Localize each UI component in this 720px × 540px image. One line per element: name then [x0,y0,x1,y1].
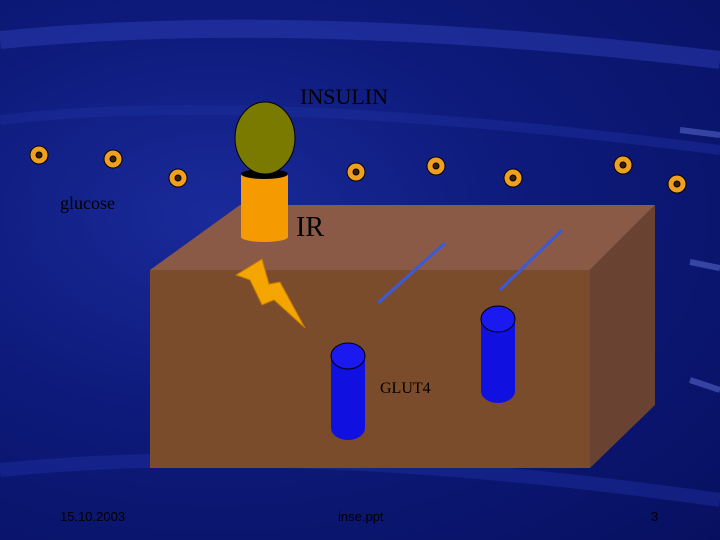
glucose-molecule [29,145,49,165]
glucose-molecules [29,145,687,194]
footer-page-number: 3 [651,509,659,524]
vesicle-track [376,241,447,305]
glucose-molecule [426,156,446,176]
glucose-molecule [168,168,188,188]
vesicle-track [498,228,564,292]
footer-date: 15.10.2003 [60,509,126,524]
glucose-molecule [103,149,123,169]
cell-top-face [150,205,655,270]
glut4-transporter [330,342,366,440]
cell-front-face [150,270,590,468]
glucose-molecule [613,155,633,175]
glut4-label: GLUT4 [380,380,431,397]
glucose-molecule [346,162,366,182]
glucose-label: glucose [60,193,115,213]
insulin-label: INSULIN [300,84,388,109]
signal-lightning [234,258,306,329]
glucose-molecule [503,168,523,188]
receptor-label: IR [296,212,324,243]
cell-membrane-box [150,205,655,468]
glucose-molecule [667,174,687,194]
insulin-molecule [234,101,296,175]
glut4-transporter [480,305,516,403]
insulin-receptor [241,169,288,242]
cell-side-face [590,205,655,468]
footer-filename: inse.ppt [338,509,384,524]
